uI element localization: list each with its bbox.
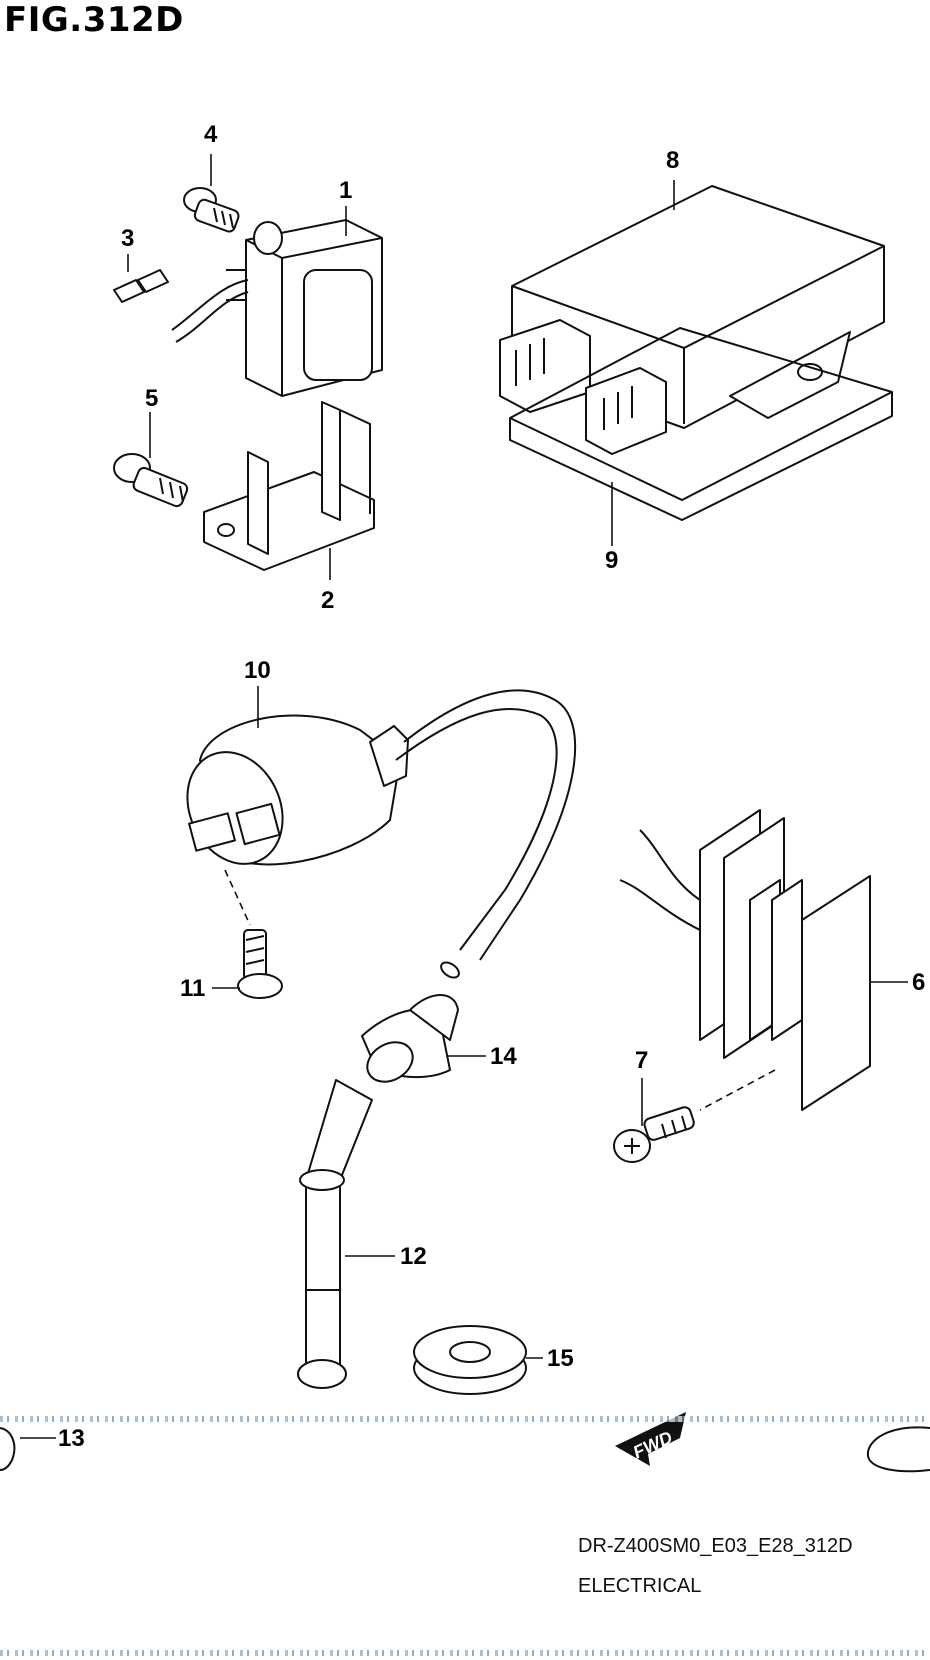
part-13-grommet [0, 1427, 16, 1471]
footer-section-name: ELECTRICAL [578, 1575, 702, 1597]
part-11-bolt [237, 929, 283, 999]
callout-4: 4 [204, 121, 218, 148]
callout-12: 12 [400, 1243, 427, 1270]
callout-15: 15 [547, 1345, 574, 1372]
scan-artifact-band [0, 1416, 930, 1422]
part-6-regulator [619, 809, 871, 1111]
part-14-boot [361, 994, 459, 1083]
part-10-ignition-coil [186, 689, 577, 979]
part-8-ecu [499, 185, 885, 455]
part-12-plug-cap [297, 1079, 373, 1389]
callout-9: 9 [605, 547, 618, 574]
callout-6: 6 [912, 969, 925, 996]
callout-1: 1 [339, 177, 352, 204]
callout-11: 11 [180, 975, 205, 1002]
figure-title: FIG.312D [4, 0, 184, 40]
callout-13: 13 [58, 1425, 85, 1452]
callout-5: 5 [145, 385, 158, 412]
callout-7: 7 [635, 1047, 648, 1074]
part-7-screw [613, 1106, 695, 1163]
part-4-bolt [183, 187, 240, 233]
callout-8: 8 [666, 147, 679, 174]
callout-3: 3 [121, 225, 134, 252]
part-2-bracket [203, 401, 375, 571]
footer-model-code: DR-Z400SM0_E03_E28_312D [578, 1535, 853, 1557]
part-1-relay [171, 219, 383, 397]
part-5-bolt [113, 453, 189, 508]
part-9-pad [509, 327, 893, 521]
scan-artifact-band-bottom [0, 1650, 930, 1656]
part-3-connector [113, 269, 169, 303]
callout-10: 10 [244, 657, 271, 684]
callout-2: 2 [321, 587, 334, 614]
edge-part [866, 1426, 930, 1473]
callout-14: 14 [490, 1043, 517, 1070]
part-15-grommet [413, 1325, 527, 1395]
